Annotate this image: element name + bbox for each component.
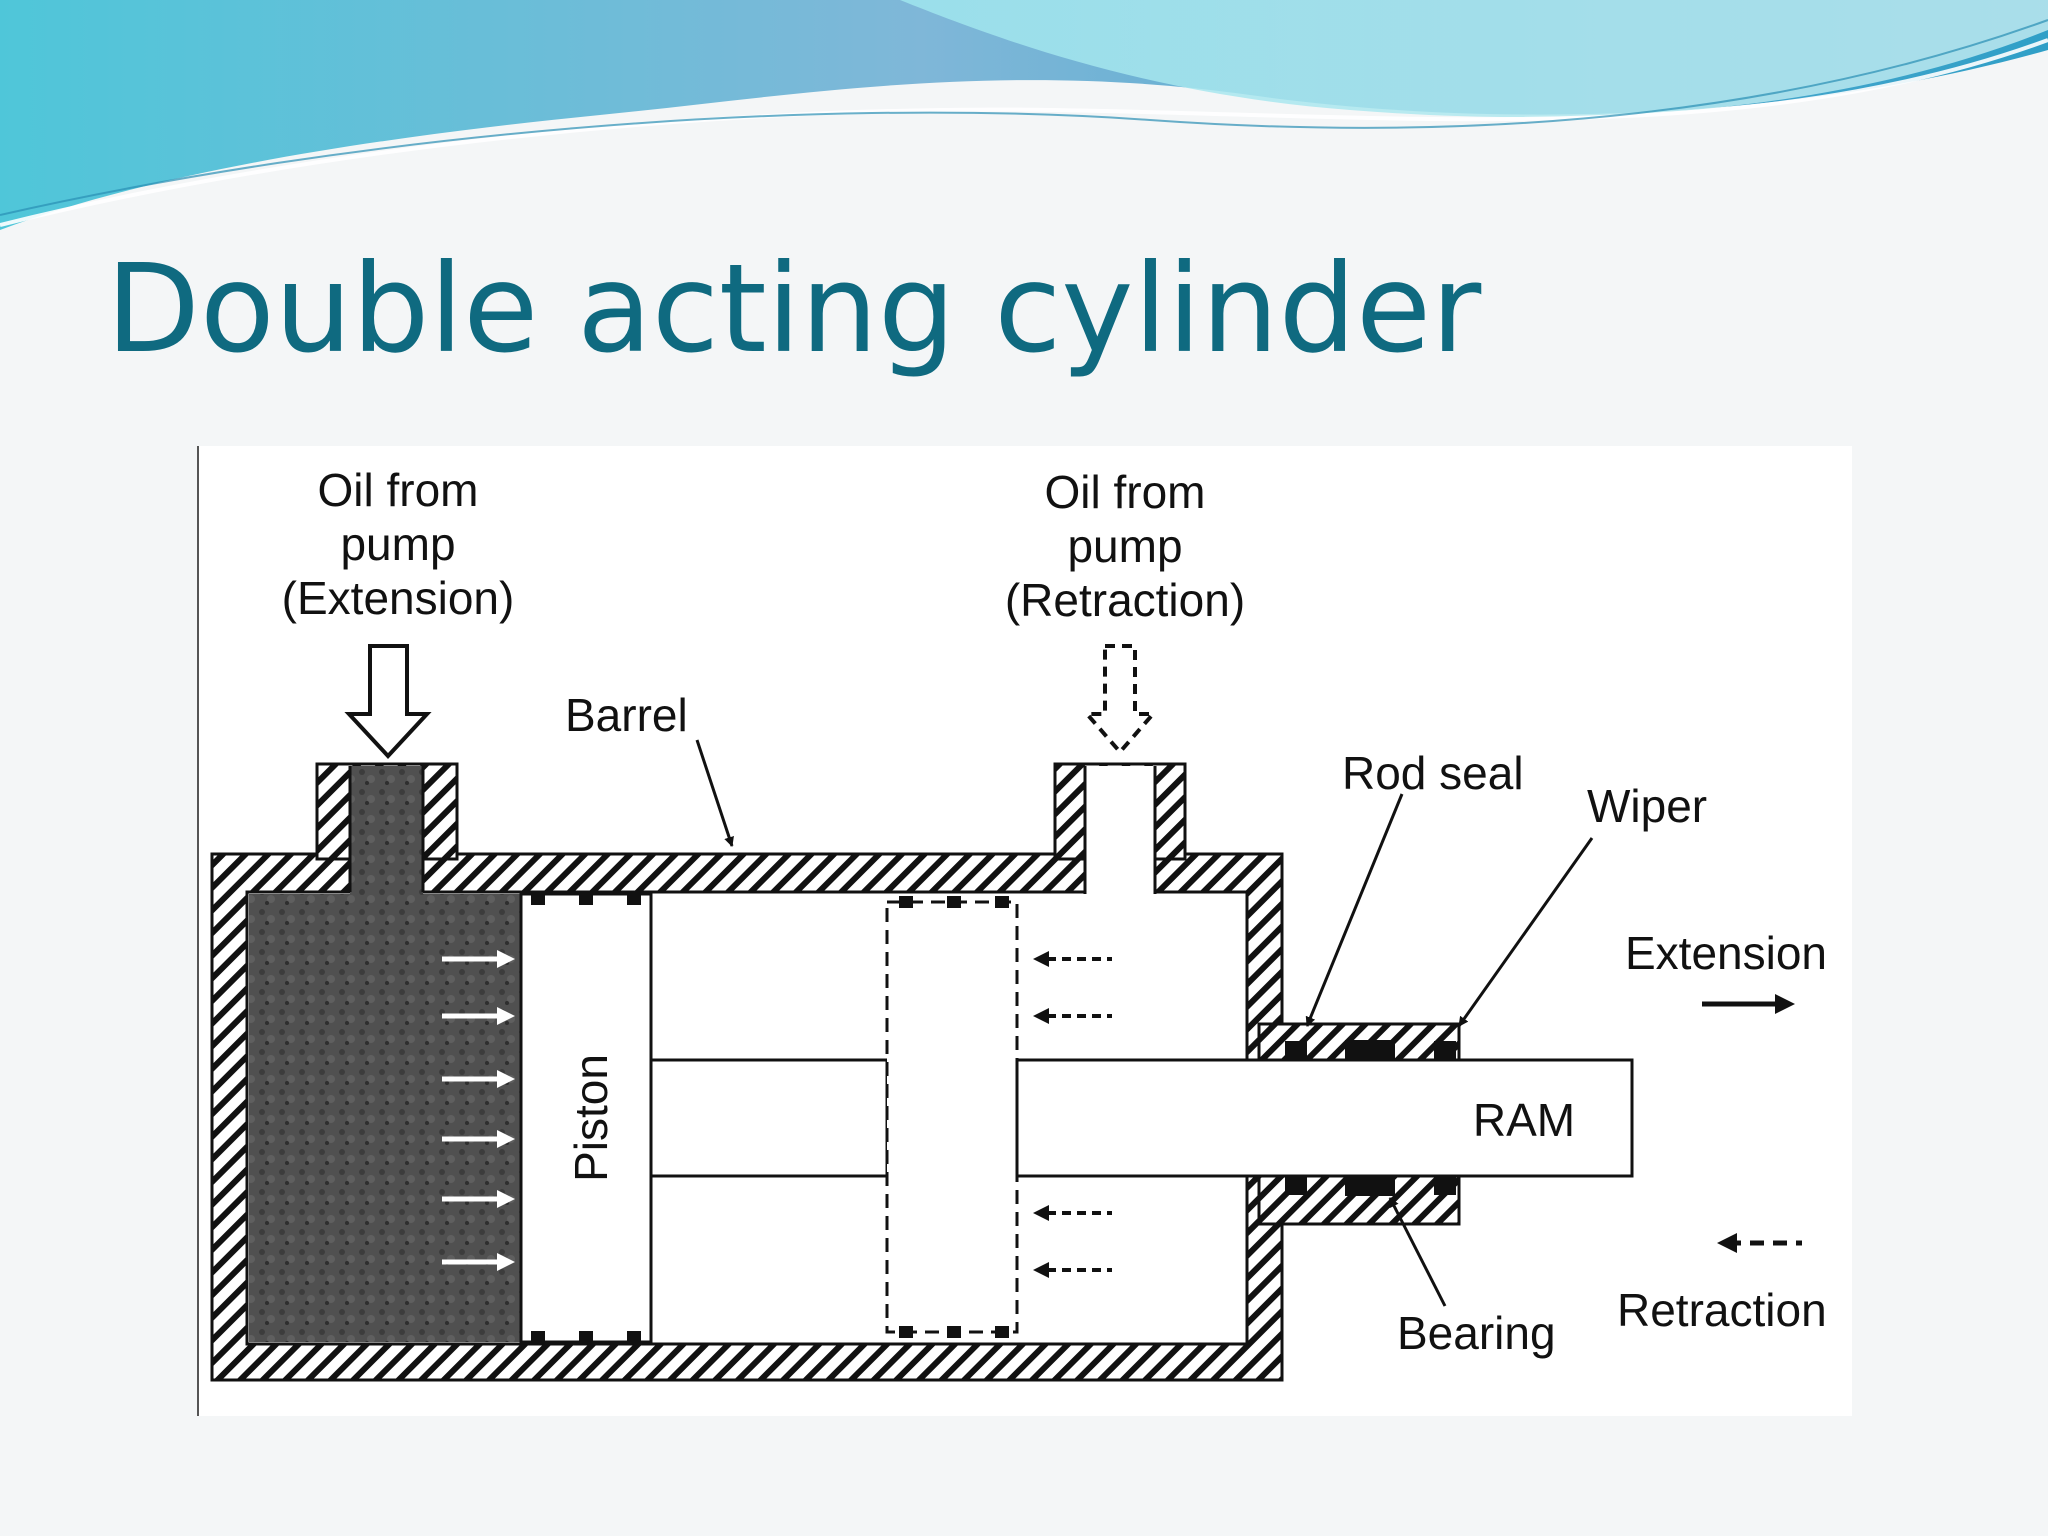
retraction-inlet-label-line2: pump	[1067, 520, 1182, 572]
extension-inlet-label-line3: (Extension)	[282, 572, 515, 624]
piston-label: Piston	[565, 1054, 617, 1182]
pressure-arrows	[442, 950, 515, 1271]
piston	[519, 892, 653, 1344]
retraction-inlet-arrow	[1082, 644, 1158, 756]
piston-rod	[649, 1058, 889, 1178]
rod-seal-label: Rod seal	[1342, 747, 1524, 799]
slide-title: Double acting cylinder	[106, 238, 1482, 380]
barrel-label: Barrel	[565, 689, 688, 741]
rod-seal-leader	[1305, 793, 1404, 1027]
wiper-label: Wiper	[1587, 780, 1707, 832]
extension-inlet-label-line1: Oil from	[318, 464, 479, 516]
piston-dashed-position	[885, 896, 1019, 1338]
diagram-figure: Oil from pump (Extension) Oil from pump …	[197, 446, 1852, 1416]
extension-inlet-label-line2: pump	[340, 518, 455, 570]
extension-port-bore	[350, 766, 423, 896]
bearing-label: Bearing	[1397, 1307, 1556, 1359]
double-acting-cylinder-diagram: Oil from pump (Extension) Oil from pump …	[210, 464, 1827, 1382]
figure-left-border	[197, 446, 199, 1416]
retraction-direction-arrow	[1717, 1233, 1802, 1253]
extension-label: Extension	[1625, 927, 1827, 979]
ram	[1015, 1058, 1634, 1178]
oil-chamber	[249, 894, 521, 1342]
retraction-label: Retraction	[1617, 1284, 1827, 1336]
barrel-leader	[695, 739, 734, 847]
extension-inlet-arrow	[344, 644, 432, 759]
wiper-leader	[1457, 837, 1594, 1027]
extension-direction-arrow	[1702, 994, 1795, 1014]
retraction-port-bore	[1085, 766, 1155, 896]
rod-seals	[1285, 1040, 1456, 1196]
ram-label: RAM	[1473, 1094, 1575, 1146]
retraction-inlet-label-line1: Oil from	[1045, 466, 1206, 518]
retraction-pressure-arrows	[1033, 951, 1112, 1278]
retraction-inlet-label-line3: (Retraction)	[1005, 574, 1245, 626]
bearing-leader	[1388, 1197, 1447, 1307]
wave-header-decoration	[0, 0, 2048, 230]
